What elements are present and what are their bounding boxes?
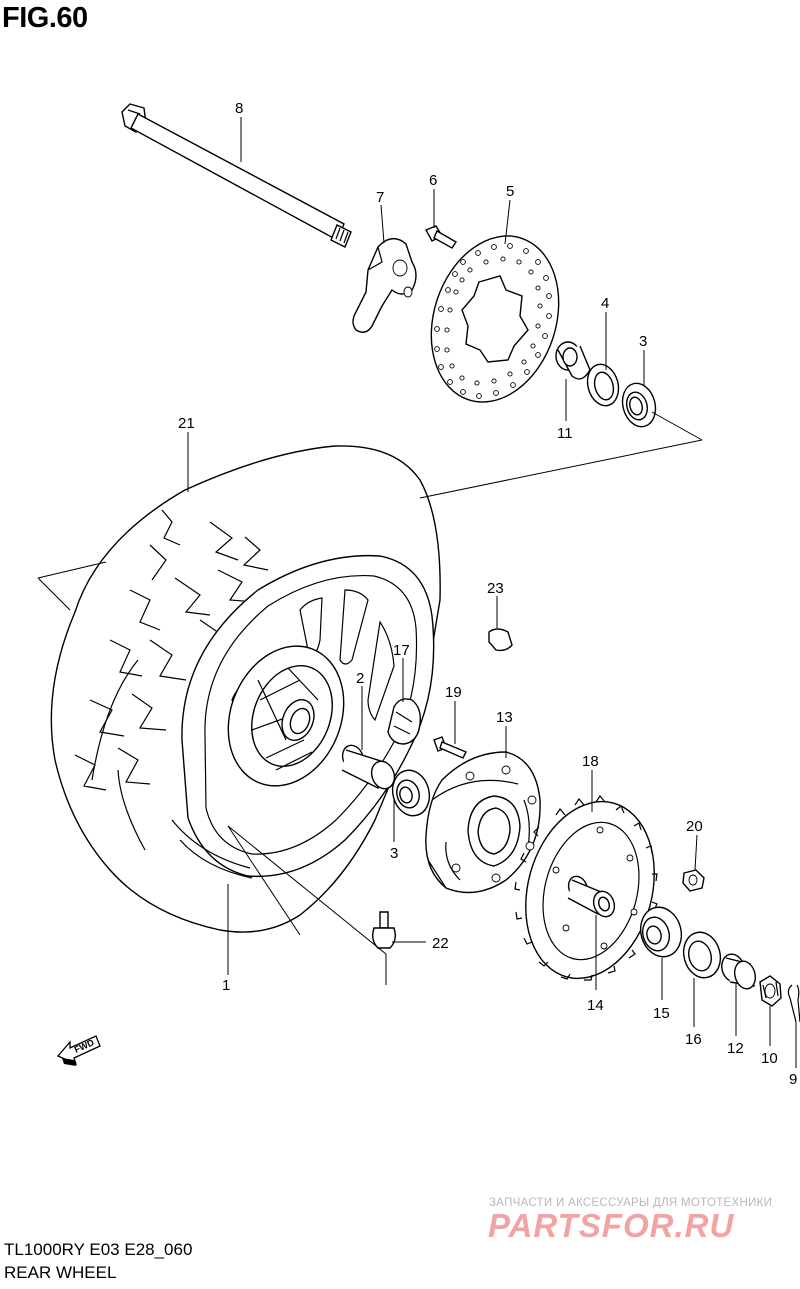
callout-3-upper[interactable]: 3 xyxy=(639,333,647,350)
part-bearing-upper[interactable] xyxy=(618,380,660,431)
part-spacer-11[interactable] xyxy=(555,341,591,380)
callout-15[interactable]: 15 xyxy=(653,1005,670,1022)
callout-14[interactable]: 14 xyxy=(587,997,604,1014)
rim-hub xyxy=(227,645,345,787)
model-code: TL1000RY E03 E28_060 xyxy=(4,1240,193,1259)
callout-9[interactable]: 9 xyxy=(789,1071,797,1088)
part-oil-seal[interactable] xyxy=(583,361,623,409)
part-cotter-pin[interactable] xyxy=(787,984,800,1023)
part-axle-nut[interactable] xyxy=(759,975,782,1007)
callout-18[interactable]: 18 xyxy=(582,753,599,770)
callout-1[interactable]: 1 xyxy=(222,977,230,994)
callout-16[interactable]: 16 xyxy=(685,1031,702,1048)
callout-3-lower[interactable]: 3 xyxy=(390,845,398,862)
assembly-lines xyxy=(37,411,703,985)
callout-17[interactable]: 17 xyxy=(393,642,410,659)
part-damper[interactable] xyxy=(387,698,422,745)
fwd-arrow-icon: FWD xyxy=(56,1035,101,1066)
callout-5[interactable]: 5 xyxy=(506,183,514,200)
callout-13[interactable]: 13 xyxy=(496,709,513,726)
callout-2[interactable]: 2 xyxy=(356,670,364,687)
part-balancer-weight[interactable] xyxy=(488,628,513,652)
drum-stud-holes xyxy=(451,765,537,883)
watermark-logo: PARTSFOR.RU xyxy=(488,1207,735,1244)
part-drum-bolt[interactable] xyxy=(433,736,467,759)
callout-12[interactable]: 12 xyxy=(727,1040,744,1057)
part-spacer-12[interactable] xyxy=(719,952,759,991)
part-brake-disc[interactable] xyxy=(411,219,580,418)
part-spacer-14[interactable] xyxy=(565,874,617,920)
callout-20[interactable]: 20 xyxy=(686,818,703,835)
callout-4[interactable]: 4 xyxy=(601,295,609,312)
part-sprocket-drum[interactable] xyxy=(425,751,541,894)
sprocket-bolt-holes xyxy=(552,826,638,950)
figure-caption: REAR WHEEL xyxy=(4,1263,117,1282)
disc-drill-holes xyxy=(434,243,552,399)
part-spacer-2[interactable] xyxy=(339,742,398,792)
part-axle[interactable] xyxy=(121,103,352,248)
part-caliper-bracket[interactable] xyxy=(352,238,417,333)
watermark-tagline: ЗАПЧАСТИ И АКСЕССУАРЫ ДЛЯ МОТОТЕХНИКИ xyxy=(489,1197,773,1209)
callout-23[interactable]: 23 xyxy=(487,580,504,597)
part-tire-valve[interactable] xyxy=(371,911,397,949)
part-wheel-rim[interactable] xyxy=(171,554,435,879)
part-disc-bolt[interactable] xyxy=(425,225,457,249)
part-oil-seal-16[interactable] xyxy=(679,928,726,982)
callout-8[interactable]: 8 xyxy=(235,100,243,117)
part-bearing-lower[interactable] xyxy=(388,766,435,820)
callout-6[interactable]: 6 xyxy=(429,172,437,189)
callout-22[interactable]: 22 xyxy=(432,935,449,952)
callout-10[interactable]: 10 xyxy=(761,1050,778,1067)
callout-7[interactable]: 7 xyxy=(376,189,384,206)
callout-21[interactable]: 21 xyxy=(178,415,195,432)
callout-19[interactable]: 19 xyxy=(445,684,462,701)
part-sprocket-nut[interactable] xyxy=(682,869,705,892)
leader-lines xyxy=(187,117,797,1068)
figure-number: FIG.60 xyxy=(2,2,88,34)
part-bearing-15[interactable] xyxy=(635,903,687,962)
callout-11[interactable]: 11 xyxy=(557,425,573,442)
callout-labels: 8 7 6 5 4 3 11 21 23 17 2 19 13 3 18 20 … xyxy=(178,100,797,1088)
